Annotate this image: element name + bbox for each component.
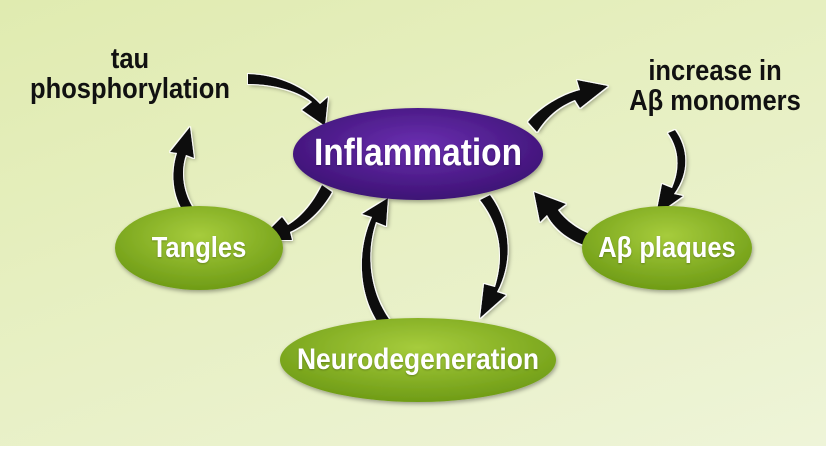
- arrow-inflammation-to-monomers: [528, 80, 608, 132]
- tau-phosphorylation-line-1: tau: [110, 43, 150, 75]
- node-inflammation: [293, 108, 543, 200]
- arrow-inflammation-to-neurodegeneration: [480, 195, 508, 318]
- tau-phosphorylation-label: tau phosphorylation: [16, 44, 245, 105]
- arrow-monomers-to-plaques: [656, 130, 686, 215]
- tau-phosphorylation-line-2: phosphorylation: [30, 73, 230, 106]
- neurodegeneration-label: Neurodegeneration: [296, 343, 540, 376]
- arrow-plaques-to-inflammation: [534, 192, 597, 248]
- abeta-plaques-label: Aβ plaques: [598, 232, 736, 264]
- node-tangles: [115, 206, 283, 290]
- increase-abeta-monomers-label: increase in Aβ monomers: [614, 56, 816, 117]
- node-neurodegeneration: [280, 318, 556, 402]
- increase-abeta-monomers-line-1: increase in: [648, 55, 782, 87]
- arrow-tangles-to-tau: [170, 127, 196, 218]
- arrow-inflammation-to-tangles: [259, 185, 332, 240]
- inflammation-label: Inflammation: [313, 132, 523, 174]
- node-abeta-plaques: [582, 206, 752, 290]
- tangles-label: Tangles: [151, 232, 247, 264]
- arrow-neurodegeneration-to-inflammation: [361, 198, 392, 328]
- arrow-tau-to-inflammation: [248, 74, 328, 126]
- increase-abeta-monomers-line-2: Aβ monomers: [629, 85, 801, 118]
